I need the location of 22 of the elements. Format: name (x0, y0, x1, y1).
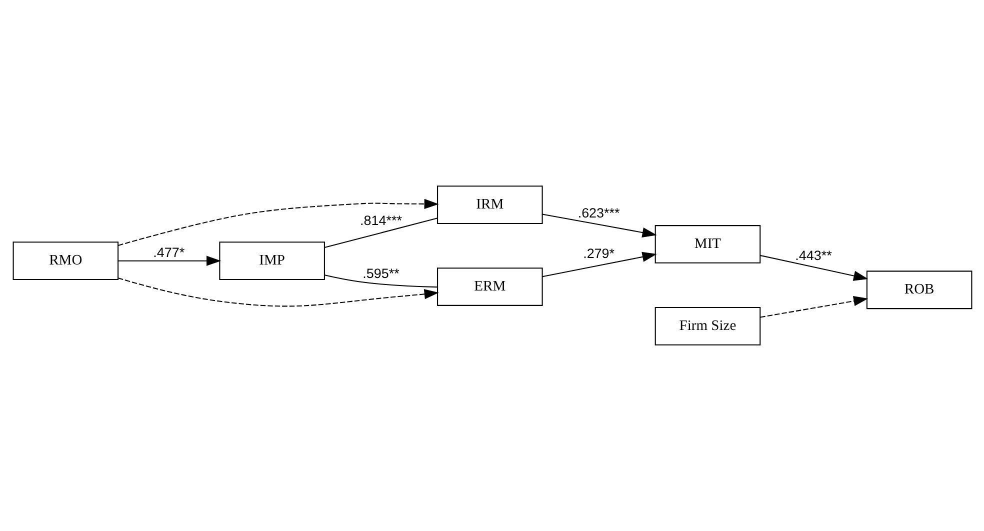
arrow (542, 252, 656, 278)
node-box: IMP (218, 242, 324, 280)
connector (324, 218, 438, 248)
edge-label: .595** (362, 266, 399, 281)
node-box: ROB (866, 270, 972, 310)
arrow (542, 214, 656, 238)
edge-label: .279* (582, 246, 614, 262)
arrow (117, 277, 438, 307)
node-box: RMO (12, 242, 118, 280)
arrow (118, 256, 221, 266)
arrow (118, 198, 438, 246)
arrow (760, 254, 868, 281)
edge-label: .814*** (360, 212, 402, 228)
edge-label: .477* (152, 245, 184, 260)
connector (324, 274, 437, 288)
edge-label: .623*** (577, 206, 620, 221)
node-box: IRM (436, 186, 542, 224)
node-box: MIT (654, 225, 760, 264)
arrow (760, 296, 868, 318)
node-box: Firm Size (654, 307, 760, 346)
edge-label: .443** (794, 248, 832, 264)
node-box: ERM (436, 268, 542, 306)
